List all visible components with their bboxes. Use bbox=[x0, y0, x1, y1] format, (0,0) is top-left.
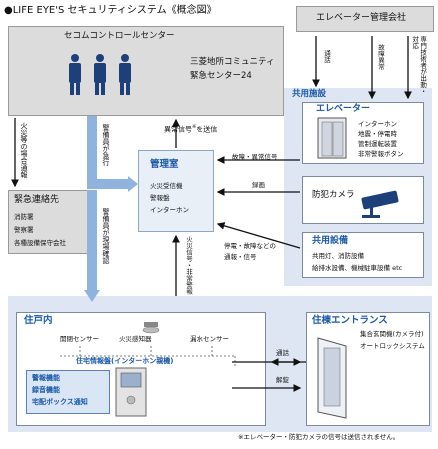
sensor-label: 火災感知器 bbox=[119, 335, 152, 343]
equipment-line2: 給排水設備、機械駐車設備 etc bbox=[312, 264, 403, 272]
flow-label-recording: 録画 bbox=[252, 181, 265, 189]
flow-label-expert-dispatch: 専門技術者が出動・対応 bbox=[410, 36, 427, 95]
management-room-item: 警報盤 bbox=[150, 194, 170, 202]
camera-title: 防犯カメラ bbox=[312, 190, 355, 200]
flow-label-guard-rush: 警備員が急行 bbox=[102, 124, 111, 166]
elevator-item: 地震・停電時 bbox=[358, 130, 397, 138]
emergency-contacts-title: 緊急連絡先 bbox=[14, 195, 60, 205]
smoke-detector-icon bbox=[142, 322, 160, 334]
guard-figure-icon bbox=[94, 54, 106, 95]
page-title: ●LIFE EYE'S セキュリティシステム《概念図》 bbox=[4, 5, 217, 16]
partner-center-line1: 三菱地所コミュニティ bbox=[190, 57, 275, 67]
guard-route-arrowhead bbox=[128, 176, 138, 192]
panel-feature: 警報機能 bbox=[32, 374, 60, 382]
elevator-item: インターホン bbox=[358, 120, 397, 128]
security-camera-icon bbox=[361, 190, 399, 218]
flow-label-contact: 通話 bbox=[322, 50, 331, 63]
flow-label-report-signal: 通報・信号 bbox=[224, 253, 257, 261]
elevator-company-box bbox=[296, 6, 434, 32]
management-room-item: 火災受信機 bbox=[150, 182, 183, 190]
flow-label-fault-signal: 故障・異常信号 bbox=[232, 153, 278, 161]
management-room-title: 管理室 bbox=[150, 159, 179, 170]
sensor-label: 漏水センサー bbox=[190, 335, 229, 343]
guard-check-arrowhead bbox=[84, 290, 100, 302]
sensor-link-lines bbox=[60, 346, 236, 366]
flow-label-call: 通話 bbox=[276, 349, 289, 357]
entrance-line1: 集合玄関機(カメラ付) bbox=[360, 330, 424, 338]
control-center-title: セコムコントロールセンター bbox=[64, 31, 175, 41]
footnote: ※エレベーター・防犯カメラの信号は送信されません。 bbox=[238, 433, 400, 441]
management-room-item: インターホン bbox=[150, 206, 189, 214]
flow-label-anomaly: 異常信号※を送信 bbox=[164, 124, 218, 134]
flow-label-dispatch: 故障異常 bbox=[376, 44, 385, 70]
intercom-panel-icon bbox=[115, 367, 147, 417]
sensor-label: 開閉センサー bbox=[60, 335, 99, 343]
panel-feature: 録音機能 bbox=[32, 386, 60, 394]
entrance-title: 住棟エントランス bbox=[312, 315, 388, 326]
footnote-mark: ※ bbox=[192, 124, 197, 130]
elevator-company-title: エレベーター管理会社 bbox=[316, 13, 407, 23]
management-room-box bbox=[138, 150, 214, 232]
emergency-contact-item: 各種設備保守会社 bbox=[14, 239, 66, 247]
elevator-item: 管制運転装置 bbox=[358, 140, 397, 148]
elevator-door-icon bbox=[317, 117, 347, 159]
emergency-contacts-box bbox=[8, 190, 88, 254]
emergency-contact-item: 消防署 bbox=[14, 213, 34, 221]
partner-center-line2: 緊急センター24 bbox=[190, 71, 252, 81]
guard-route-arrow bbox=[87, 116, 130, 189]
flow-label-fire-report: 火災等の場合通報 bbox=[20, 122, 29, 178]
control-center-box bbox=[8, 26, 284, 116]
equipment-box bbox=[302, 232, 424, 278]
flow-label-fire-signal: 火災信号・非常警報 bbox=[184, 236, 193, 295]
panel-feature: 宅配ボックス通知 bbox=[32, 398, 88, 406]
guard-figure-icon bbox=[119, 54, 131, 95]
emergency-contact-item: 警察署 bbox=[14, 226, 34, 234]
equipment-title: 共用設備 bbox=[312, 236, 349, 246]
flow-label-unlock: 解錠 bbox=[276, 376, 289, 384]
residence-label: 住戸内 bbox=[24, 315, 53, 326]
entrance-door-icon bbox=[317, 337, 347, 419]
elevator-item: 非常警報ボタン bbox=[358, 150, 404, 158]
entrance-line2: オートロックシステム bbox=[360, 342, 425, 350]
shared-facilities-label: 共用施設 bbox=[292, 89, 327, 99]
guard-figure-icon bbox=[69, 54, 81, 95]
flow-arrows bbox=[11, 36, 412, 392]
flow-label-stop-fault: 停電・故障などの bbox=[224, 242, 276, 250]
equipment-line1: 共用灯、消防設備 bbox=[312, 252, 364, 260]
elevator-title: エレベーター bbox=[316, 104, 371, 114]
panel-features-box bbox=[26, 370, 110, 414]
flow-label-guard-check: 警備員が現場確認 bbox=[102, 208, 111, 264]
home-panel-title: 住宅情報盤(インターホン親機) bbox=[76, 357, 174, 365]
